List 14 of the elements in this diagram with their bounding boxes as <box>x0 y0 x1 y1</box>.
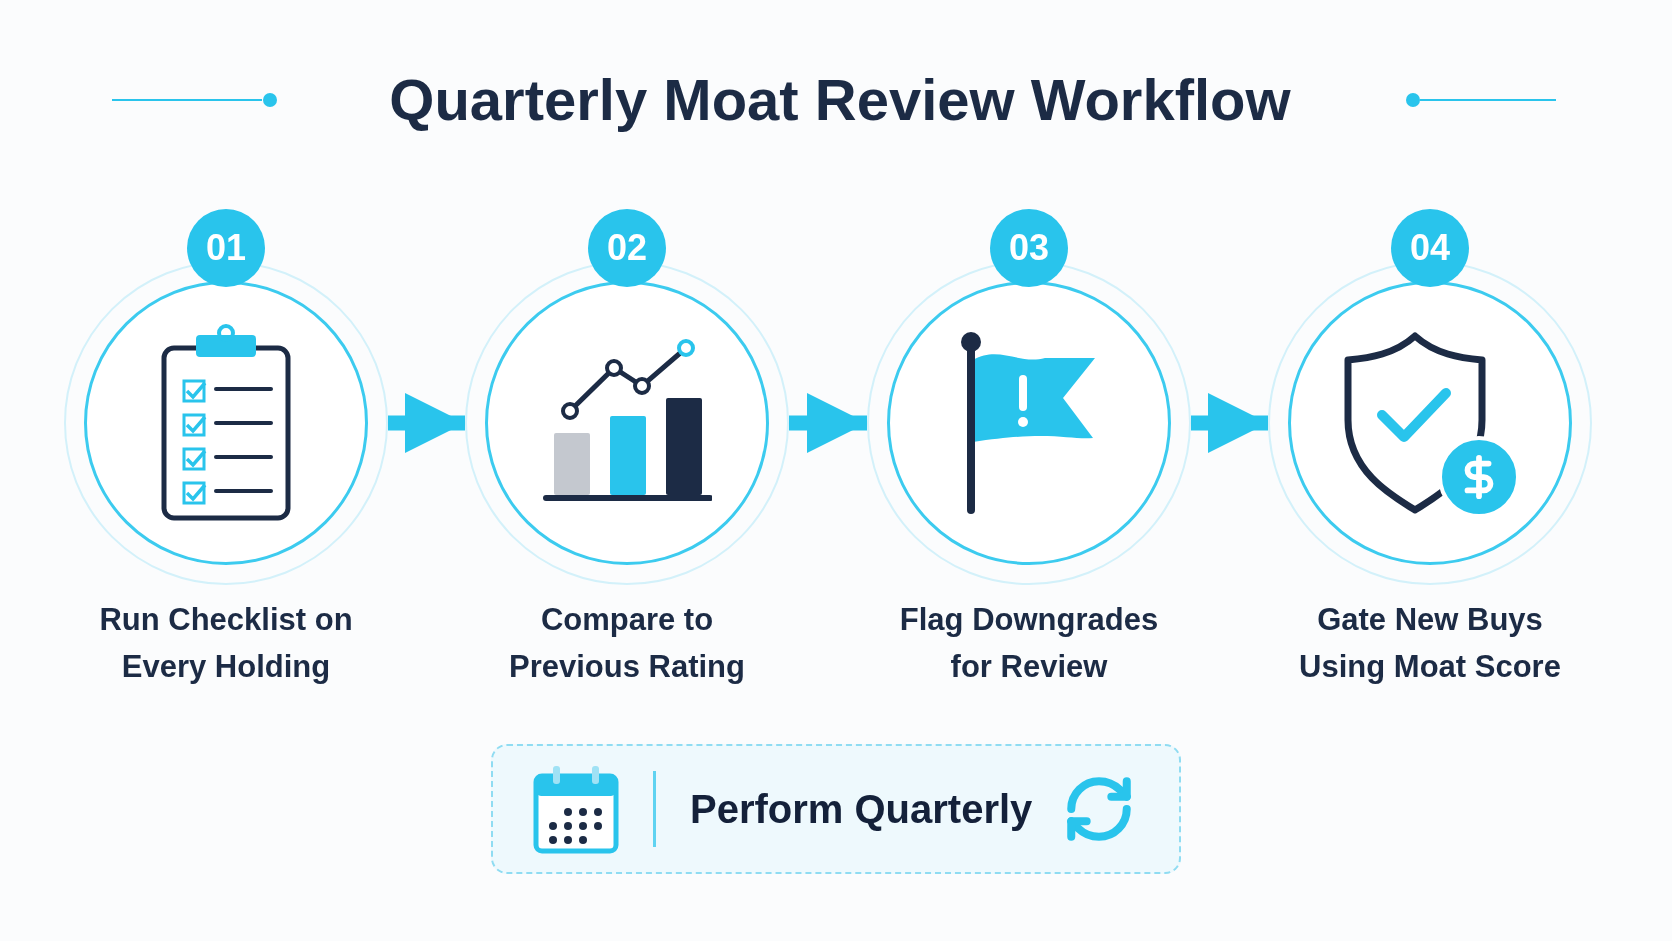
step-label: Flag Downgrades for Review <box>898 601 1160 686</box>
step-number-badge: 03 <box>990 209 1068 287</box>
step-number-badge: 04 <box>1391 209 1469 287</box>
step-number-badge: 01 <box>187 209 265 287</box>
step-number-badge: 02 <box>588 209 666 287</box>
arrow <box>388 393 465 453</box>
title: Quarterly Moat Review Workflow <box>388 66 1292 134</box>
step-label: Gate New Buys Using Moat Score <box>1298 601 1562 686</box>
banner-text: Perform Quarterly <box>690 786 1033 833</box>
schedule-banner <box>491 744 1181 874</box>
arrow <box>1191 393 1268 453</box>
step-label: Compare to Previous Rating <box>508 601 746 686</box>
arrow <box>789 393 867 453</box>
step-label: Run Checklist on Every Holding <box>98 601 354 686</box>
